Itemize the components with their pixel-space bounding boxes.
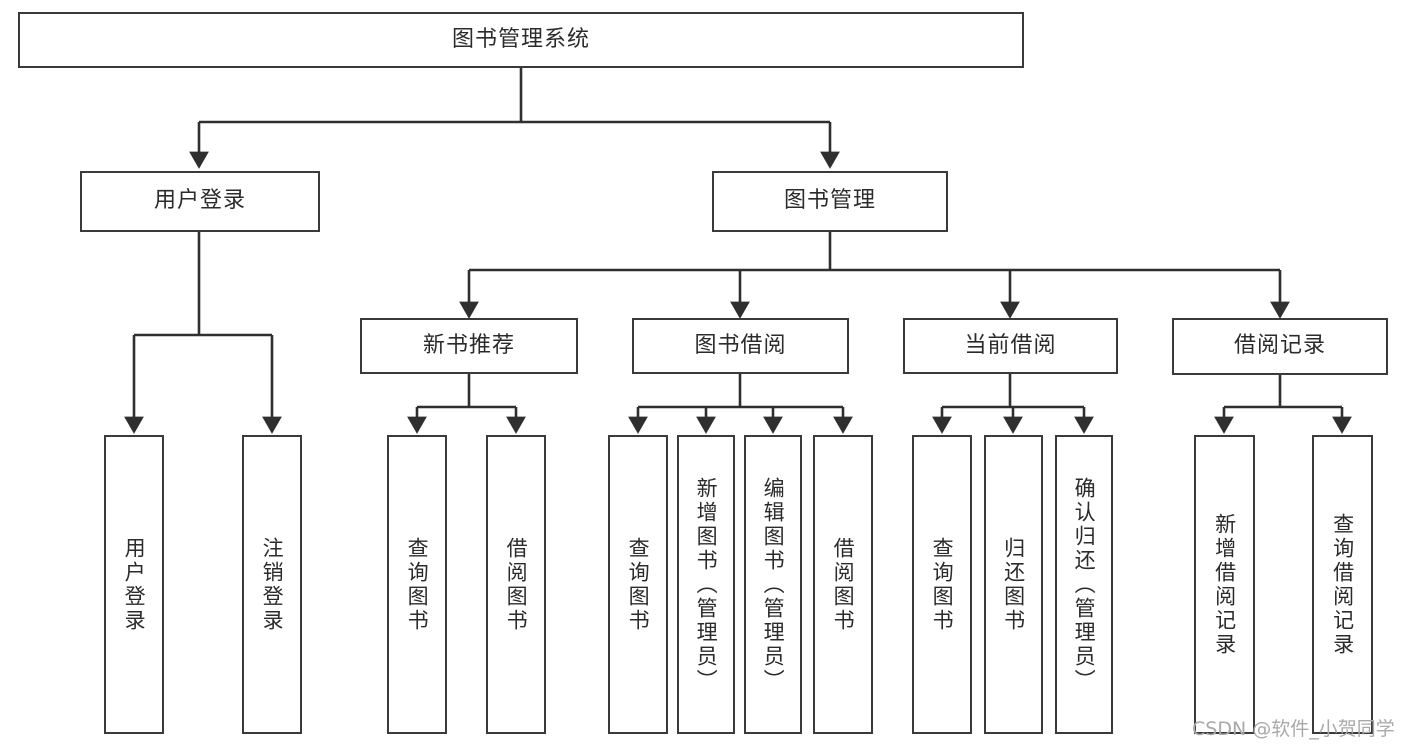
node-label: 图书管理系统 [451,26,590,52]
node-book-management-system[interactable]: 图书管理系统 [18,12,1024,68]
leaf-borrow-book-2[interactable]: 借阅图书 [813,435,873,734]
node-label: 新增借阅记录 [1212,512,1237,657]
node-label: 归还图书 [1001,536,1026,633]
leaf-user-login[interactable]: 用户登录 [104,435,164,734]
node-current-borrow[interactable]: 当前借阅 [903,318,1118,374]
watermark-text: CSDN @软件_小贺同学 [1192,718,1395,740]
node-label: 新增图书（管理员） [694,476,719,693]
node-borrow-record[interactable]: 借阅记录 [1172,318,1388,375]
leaf-logout-login[interactable]: 注销登录 [242,435,302,734]
node-label: 查询图书 [626,536,651,633]
leaf-confirm-return[interactable]: 确认归还（管理员） [1055,435,1113,734]
leaf-add-book[interactable]: 新增图书（管理员） [677,435,735,734]
node-label: 查询图书 [405,536,430,633]
leaf-query-book-2[interactable]: 查询图书 [608,435,668,734]
leaf-edit-book[interactable]: 编辑图书（管理员） [744,435,802,734]
leaf-query-book-1[interactable]: 查询图书 [387,435,447,734]
node-label: 用户登录 [122,536,147,633]
node-user-login[interactable]: 用户登录 [80,171,320,232]
node-label: 查询借阅记录 [1330,512,1355,657]
node-label: 图书借阅 [694,332,787,358]
node-label: 借阅记录 [1233,333,1326,359]
leaf-query-book-3[interactable]: 查询图书 [912,435,972,734]
node-label: 借阅图书 [504,536,529,633]
node-label: 确认归还（管理员） [1072,476,1097,693]
node-label: 当前借阅 [964,332,1057,358]
node-label: 注销登录 [260,536,285,633]
node-book-borrow[interactable]: 图书借阅 [632,318,849,374]
leaf-add-record[interactable]: 新增借阅记录 [1194,435,1255,734]
leaf-borrow-book-1[interactable]: 借阅图书 [486,435,546,734]
node-label: 借阅图书 [831,536,856,633]
node-new-book-recommend[interactable]: 新书推荐 [360,318,578,374]
leaf-query-record[interactable]: 查询借阅记录 [1312,435,1373,734]
node-label: 查询图书 [930,536,955,633]
node-book-management[interactable]: 图书管理 [712,171,948,232]
node-label: 图书管理 [783,188,876,214]
leaf-return-book[interactable]: 归还图书 [984,435,1043,734]
node-label: 编辑图书（管理员） [761,476,786,693]
node-label: 用户登录 [153,188,246,214]
node-label: 新书推荐 [422,332,515,358]
